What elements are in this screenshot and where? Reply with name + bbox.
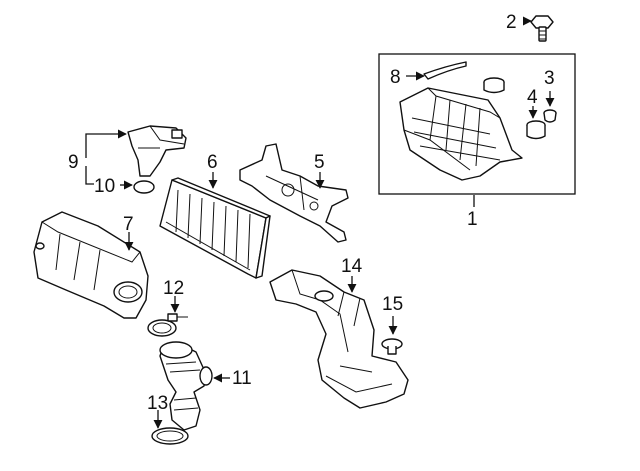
callout-4: 4 — [527, 87, 538, 108]
clip-icon — [381, 338, 403, 355]
callout-12: 12 — [163, 278, 184, 299]
callout-3: 3 — [544, 68, 555, 89]
air-cleaner-cover-icon — [33, 211, 149, 319]
callout-14: 14 — [341, 256, 363, 277]
bushing-icon — [526, 120, 546, 140]
air-filter-icon — [159, 177, 271, 279]
callout-15: 15 — [382, 294, 403, 315]
grommet-cap-icon — [483, 77, 505, 94]
callout-9: 9 — [68, 152, 79, 173]
callout-8: 8 — [390, 67, 401, 88]
assembly-box — [378, 53, 576, 195]
callout-13: 13 — [147, 393, 168, 414]
hose-icon — [423, 61, 467, 80]
inlet-duct-icon — [269, 269, 409, 409]
callout-7: 7 — [123, 214, 134, 235]
intake-hose-icon — [159, 341, 213, 431]
callout-5: 5 — [314, 152, 325, 173]
bracket-icon — [239, 143, 349, 243]
callout-11: 11 — [232, 368, 252, 389]
mass-airflow-sensor-icon — [127, 125, 187, 177]
leader-9 — [85, 129, 127, 158]
callout-1: 1 — [467, 209, 478, 230]
callout-2: 2 — [506, 12, 517, 33]
callout-6: 6 — [207, 152, 218, 173]
clamp-icon — [151, 427, 189, 445]
air-cleaner-housing-icon — [399, 87, 523, 181]
hose-clamp-icon — [147, 313, 188, 337]
callout-10: 10 — [94, 176, 115, 197]
bolt-icon — [530, 15, 554, 42]
leader-9-lower — [85, 166, 94, 185]
grommet-icon — [543, 109, 557, 123]
o-ring-icon — [133, 180, 155, 194]
